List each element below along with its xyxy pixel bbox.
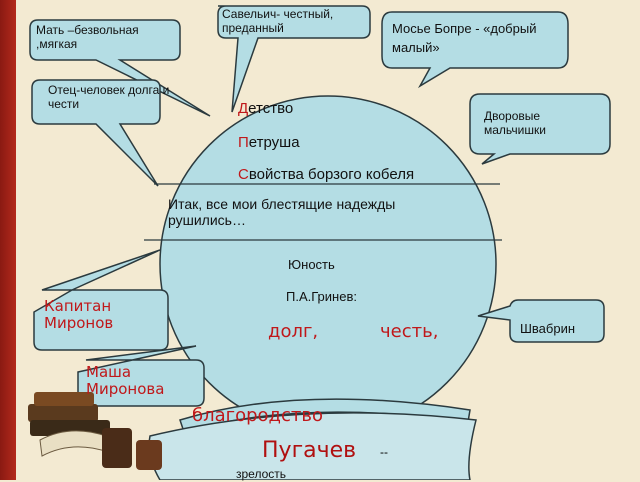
mother-text: Мать –безвольная ,мягкая — [36, 23, 139, 51]
childhood-line: Детство — [238, 100, 293, 117]
pugachev-text: Пугачев — [262, 438, 357, 463]
property-line: Свойства борзого кобеля — [238, 166, 428, 183]
petrusha-initial: П — [238, 134, 249, 151]
petrusha-rest: етруша — [248, 134, 300, 151]
youth-text: Юность — [288, 257, 335, 272]
nobility-text: благородство — [192, 405, 323, 426]
callout-monsieur — [381, 11, 569, 89]
books-icon — [28, 392, 162, 470]
father-text: Отец-человек долга и чести — [48, 83, 170, 111]
masha-text: Маша Миронова — [86, 363, 165, 399]
childhood-initial: Д — [238, 100, 249, 117]
maturity-text: зрелость — [236, 467, 287, 481]
yard-boys-text: Дворовые мальчишки — [484, 109, 546, 137]
hopes-text: Итак, все мои блестящие надежды рушились… — [168, 196, 396, 229]
grinev-text: П.А.Гринев: — [286, 289, 357, 304]
callout-shvabrin — [477, 299, 605, 343]
shvabrin-text: Швабрин — [520, 321, 576, 336]
pugachev-dash: -- — [380, 445, 388, 459]
monsieur-text: Мосье Бопре - «добрый малый» — [392, 21, 537, 55]
callout-mother — [29, 19, 211, 117]
duty-text: долг, — [268, 321, 319, 342]
childhood-rest: етство — [248, 100, 294, 117]
callout-captain — [33, 249, 169, 351]
slide-frame — [0, 0, 16, 480]
callout-savelich — [217, 5, 371, 113]
property-initial: С — [238, 166, 249, 183]
honor-text: честь, — [380, 321, 439, 342]
captain-text: Капитан Миронов — [44, 297, 114, 333]
petrusha-line: Петруша — [238, 134, 300, 151]
savelich-text: Савельич- честный, преданный — [222, 7, 334, 35]
callout-yard-boys — [469, 93, 611, 165]
callout-father — [31, 79, 161, 187]
property-rest: войства борзого кобеля — [248, 166, 415, 183]
